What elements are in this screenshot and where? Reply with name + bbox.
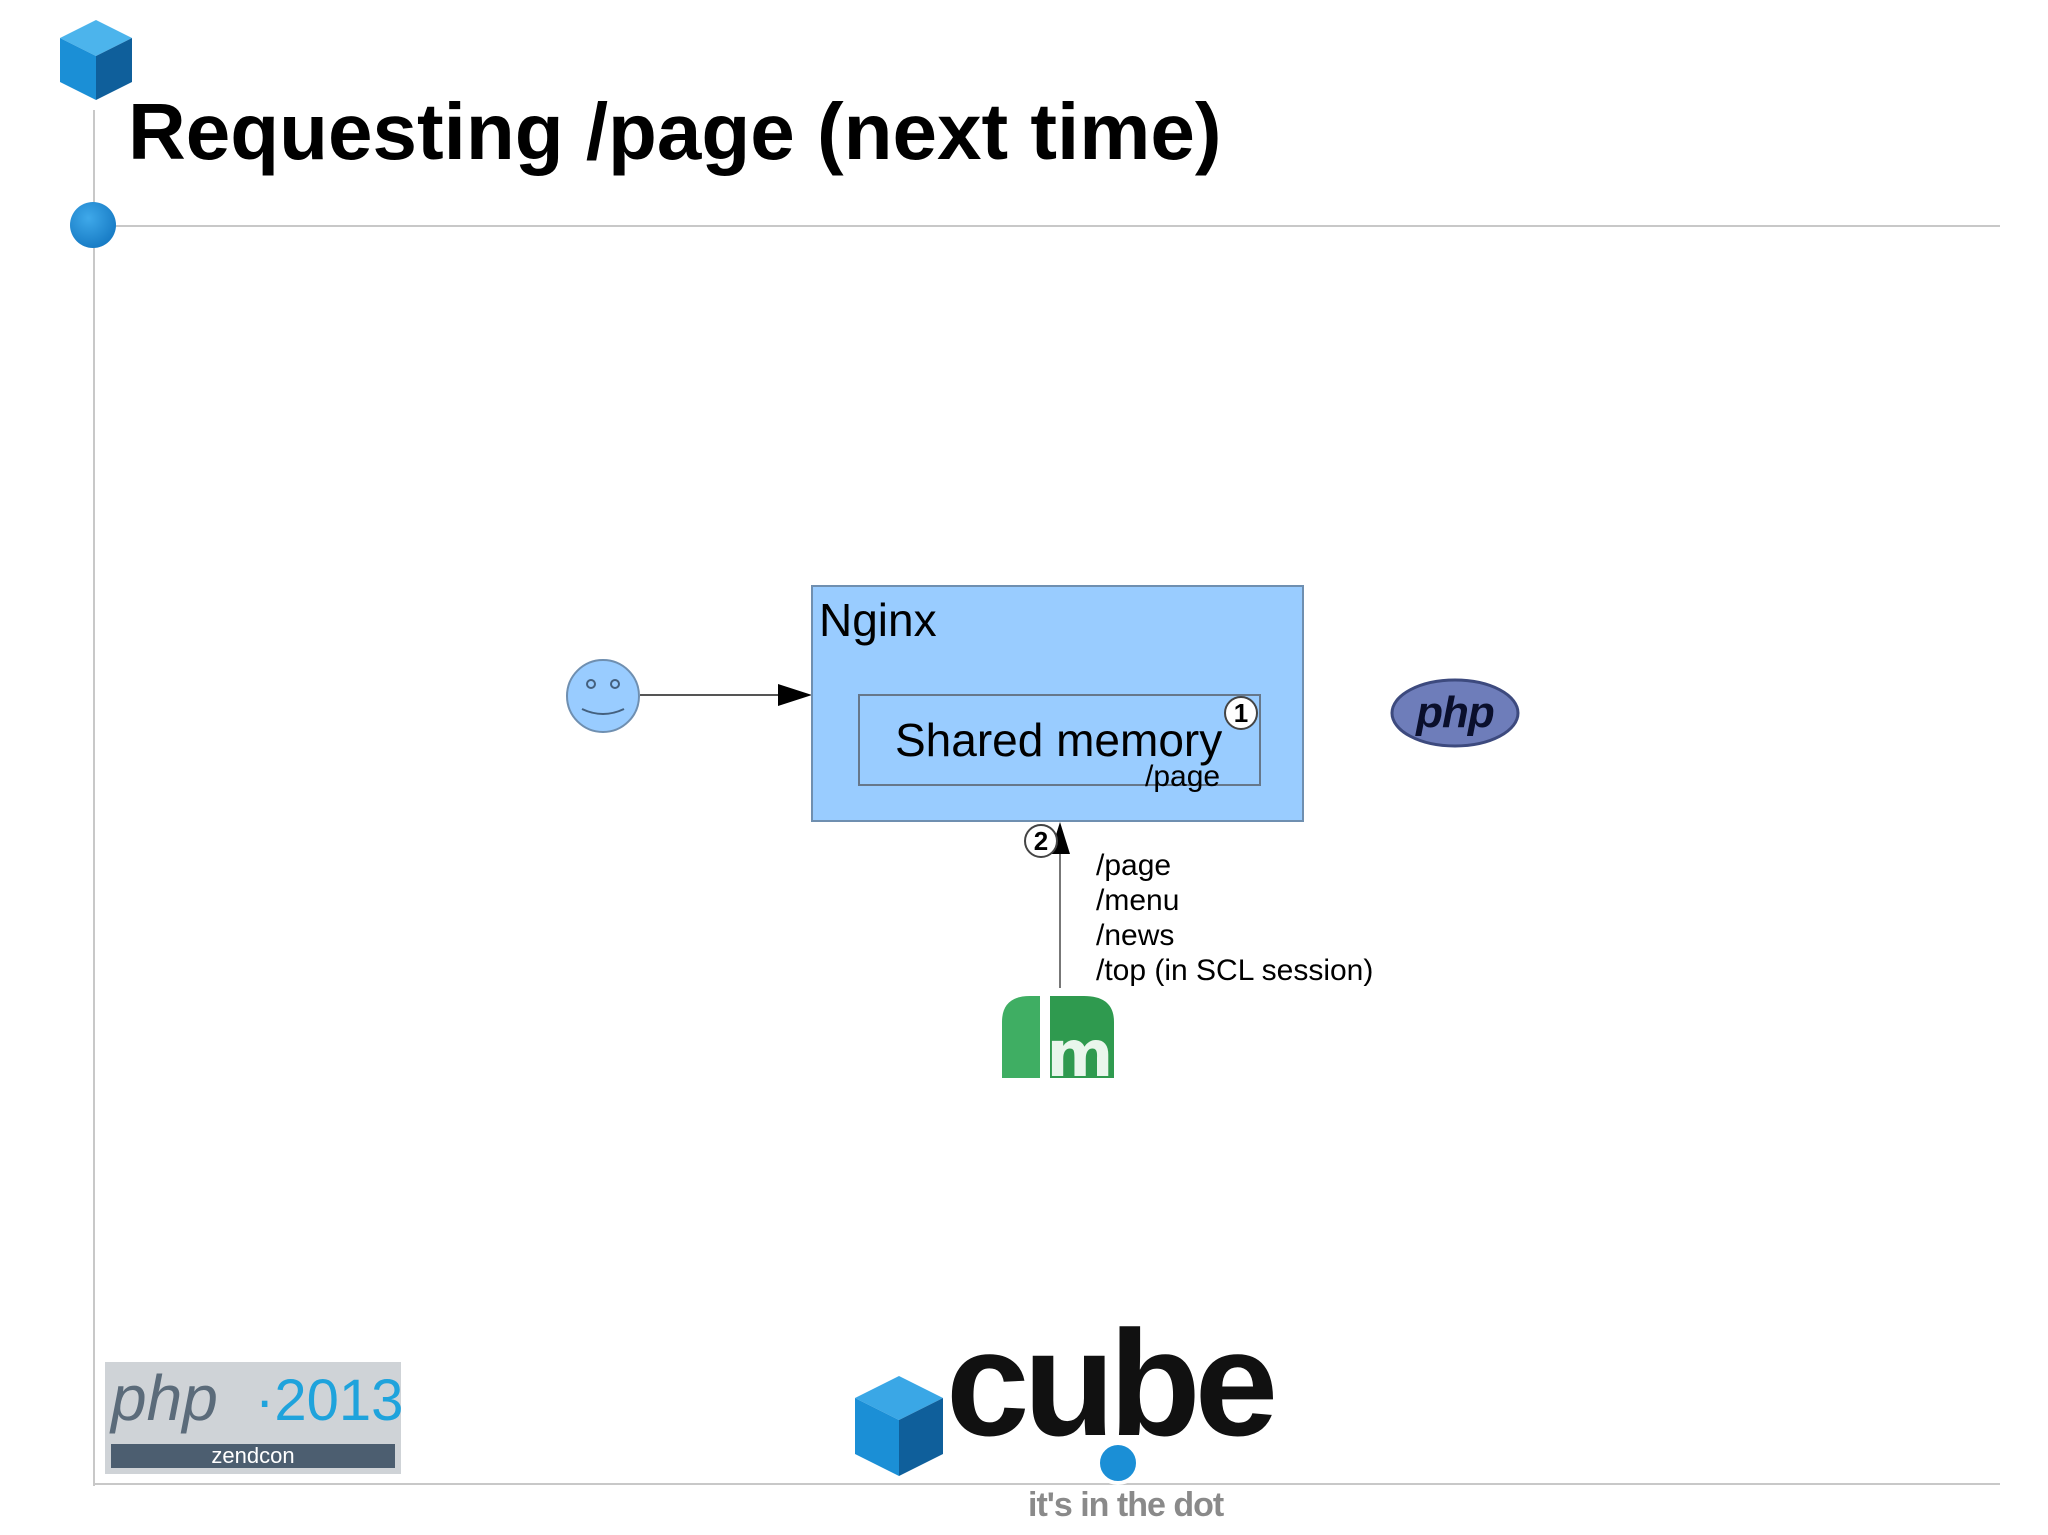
- shared-memory-label: Shared memory: [895, 714, 1223, 766]
- memcached-paths-list: /page /menu /news /top (in SCL session): [1096, 848, 1373, 988]
- path-item: /top (in SCL session): [1096, 954, 1374, 987]
- cube-wordmark: cube: [946, 1299, 1278, 1467]
- request-arrow: [640, 684, 812, 706]
- zendcon-logo: php ·2013 zendcon: [105, 1362, 401, 1474]
- footer-rule: [95, 1483, 2000, 1485]
- cube-brand-icon: [855, 1376, 943, 1476]
- accent-dot: [70, 202, 116, 248]
- cube-dot-icon: [1096, 1441, 1140, 1485]
- smiley-face-icon: [566, 659, 640, 733]
- title-rule: [95, 225, 2000, 227]
- zendcon-name: zendcon: [211, 1443, 295, 1468]
- shared-memory-entry: /page: [1145, 760, 1221, 793]
- svg-text:m: m: [1047, 1018, 1114, 1080]
- shared-memory-box: [858, 694, 1261, 786]
- memcached-logo-icon: m: [1002, 996, 1114, 1080]
- zendcon-php-text: php: [111, 1362, 218, 1434]
- zendcon-bar: [111, 1444, 395, 1468]
- nginx-box: [811, 585, 1304, 822]
- nginx-label: Nginx: [819, 594, 937, 646]
- path-item: /news: [1096, 919, 1175, 952]
- php-logo: [1390, 678, 1520, 748]
- slide-title: Requesting /page (next time): [128, 87, 1222, 176]
- zendcon-year: ·2013: [255, 1368, 401, 1433]
- path-item: /page: [1096, 849, 1172, 882]
- cube-logo-icon: [60, 20, 132, 100]
- step-badge-1: 1: [1224, 696, 1258, 730]
- php-logo-text: php: [1416, 688, 1495, 737]
- cube-tagline: it's in the dot: [1028, 1486, 1224, 1524]
- step-badge-2: 2: [1024, 824, 1058, 858]
- path-item: /menu: [1096, 884, 1180, 917]
- left-rule: [93, 110, 95, 1486]
